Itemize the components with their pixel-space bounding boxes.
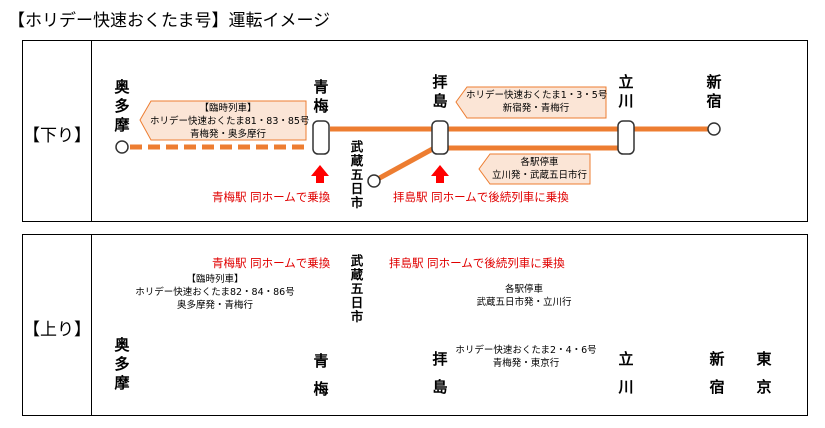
down-callout-holiday-shape: [455, 86, 607, 119]
down-callout-local-line1: 各駅停車: [520, 157, 559, 168]
down-note-ome: 青梅駅 同ホームで乗換: [212, 190, 331, 204]
down-platform-haijima: [431, 120, 449, 155]
down-callout-holiday-line2: 新宿発・青梅行: [502, 103, 570, 114]
up-station-okutama: 奥多摩: [114, 336, 130, 392]
down-station-okutama: 奥多摩: [114, 78, 130, 134]
page-title: 【ホリデー快速おくたま号】運転イメージ: [8, 11, 331, 31]
up-callout-rinji: 【臨時列車】 ホリデー快速おくたま82・84・86号 奥多摩発・青梅行: [130, 273, 300, 312]
up-note-ome: 青梅駅 同ホームで乗換: [212, 256, 331, 270]
down-arrow-ome: [311, 165, 329, 183]
up-callout-holiday: ホリデー快速おくたま2・4・6号 青梅発・東京行: [451, 344, 601, 370]
up-callout-holiday-line2: 青梅発・東京行: [492, 358, 560, 369]
down-station-tachikawa: 立川: [618, 73, 634, 110]
up-callout-local: 各駅停車 武蔵五日市発・立川行: [468, 283, 580, 309]
down-arrow-haijima: [431, 165, 449, 183]
down-platform-ome: [312, 120, 330, 155]
up-callout-local-line1: 各駅停車: [504, 284, 543, 295]
up-callout-rinji-line1: 【臨時列車】: [186, 274, 244, 285]
down-callout-local-line2: 立川発・武蔵五日市行: [491, 170, 587, 181]
up-station-haijima: 拝島: [432, 350, 448, 396]
up-callout-holiday-line1: ホリデー快速おくたま2・4・6号: [455, 345, 597, 356]
up-station-shinjuku: 新宿: [709, 350, 725, 396]
down-station-haijima: 拝島: [432, 73, 448, 110]
down-callout-local: 各駅停車 立川発・武蔵五日市行: [489, 156, 590, 182]
up-callout-rinji-line2: ホリデー快速おくたま82・84・86号: [135, 287, 295, 298]
down-platform-tachikawa: [617, 120, 635, 155]
up-station-itsukaichi: 武蔵五日市: [350, 253, 364, 324]
down-station-ome: 青梅: [313, 78, 329, 115]
down-note-haijima: 拝島駅 同ホームで後続列車に乗換: [393, 190, 569, 204]
down-label: 【下り】: [23, 126, 91, 146]
down-callout-holiday: ホリデー快速おくたま1・3・5号 新宿発・青梅行: [466, 89, 608, 115]
up-note-haijima: 拝島駅 同ホームで後続列車に乗換: [389, 256, 565, 270]
down-station-shinjuku: 新宿: [706, 73, 722, 110]
down-stop-itsukaichi: [367, 174, 381, 188]
down-stop-shinjuku: [707, 122, 721, 136]
down-callout-rinji-line2: ホリデー快速おくたま81・83・85号: [150, 116, 310, 127]
down-label-cell: [23, 41, 92, 221]
down-callout-holiday-line1: ホリデー快速おくたま1・3・5号: [466, 90, 608, 101]
down-station-itsukaichi: 武蔵五日市: [350, 139, 364, 210]
down-callout-rinji-line1: 【臨時列車】: [199, 103, 257, 114]
down-line-branch-itsukaichi: [374, 143, 440, 183]
up-callout-rinji-line3: 奥多摩発・青梅行: [176, 300, 253, 311]
down-callout-rinji-line3: 青梅発・奥多摩行: [189, 129, 266, 140]
up-label: 【上り】: [23, 320, 91, 340]
down-callout-rinji-shape: [139, 100, 307, 141]
up-panel: 【上り】: [22, 234, 808, 416]
up-station-ome: 青梅: [313, 352, 329, 398]
up-station-tokyo: 東京: [756, 350, 772, 396]
down-callout-local-shape: [478, 153, 591, 185]
up-label-cell: [23, 235, 92, 415]
up-callout-local-line2: 武蔵五日市発・立川行: [476, 297, 572, 308]
down-stop-okutama: [115, 140, 129, 154]
up-station-tachikawa: 立川: [618, 350, 634, 396]
down-callout-rinji: 【臨時列車】 ホリデー快速おくたま81・83・85号 青梅発・奥多摩行: [150, 102, 310, 141]
